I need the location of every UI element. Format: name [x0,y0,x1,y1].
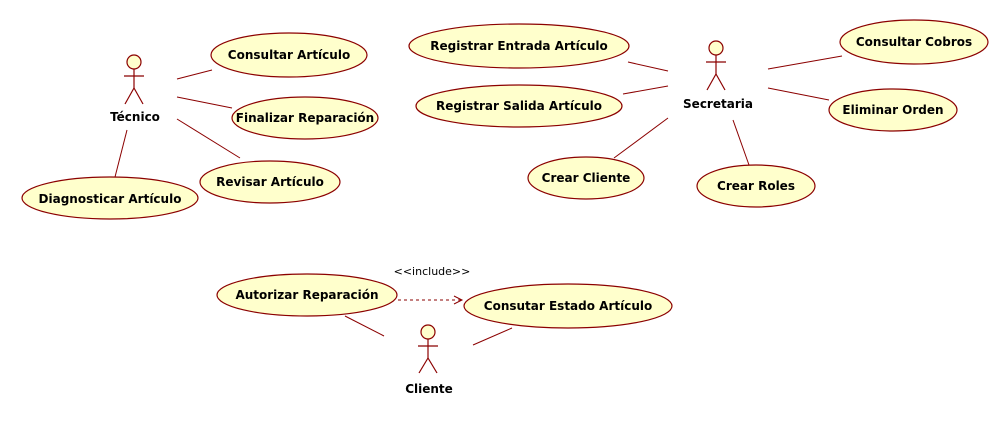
use-case-crear-roles[interactable]: Crear Roles [696,164,816,208]
actor-head [126,54,142,70]
actor-left-leg [706,73,717,91]
use-case-label: Crear Roles [717,179,795,193]
use-case-shape [839,19,989,65]
actor-head [420,324,436,340]
actor-label: Técnico [110,110,160,124]
assoc-secretaria-registrar-salida [622,85,669,95]
assoc-tecnico-revisar-articulo [176,118,241,159]
actor-left-leg [124,87,135,105]
use-case-consultar-articulo[interactable]: Consultar Artículo [210,32,368,78]
include-arrow-head [453,295,464,305]
use-case-revisar-articulo[interactable]: Revisar Artículo [199,160,341,204]
use-case-label: Consutar Estado Artículo [484,299,652,313]
actor-tecnico[interactable]: Técnico [110,54,160,124]
actor-head [708,40,724,56]
assoc-secretaria-consultar-cobros [767,55,843,70]
use-case-registrar-salida-articulo[interactable]: Registrar Salida Artículo [415,84,623,128]
include-stereotype-label: <<include>> [394,265,471,278]
use-case-label: Registrar Entrada Artículo [430,39,608,53]
actor-label: Cliente [405,382,453,396]
actor-cliente[interactable]: Cliente [405,324,453,396]
assoc-cliente-consutar-estado [472,327,513,346]
use-case-shape [199,160,341,204]
use-case-shape [21,176,199,220]
include-dependency: <<include>> [394,265,471,305]
use-case-shape [415,84,623,128]
assoc-tecnico-consultar-articulo [176,69,213,80]
actor-secretaria[interactable]: Secretaria [683,40,753,111]
use-case-shape [696,164,816,208]
use-case-label: Diagnosticar Artículo [39,192,182,206]
assoc-secretaria-eliminar-orden [767,87,830,101]
use-case-consutar-estado-articulo[interactable]: Consutar Estado Artículo [463,283,673,329]
use-case-label: Registrar Salida Artículo [436,99,602,113]
use-case-shape [828,88,958,132]
use-case-label: Finalizar Reparación [236,111,374,125]
use-case-consultar-cobros[interactable]: Consultar Cobros [839,19,989,65]
use-case-shape [463,283,673,329]
associations [114,55,843,346]
actor-label: Secretaria [683,97,753,111]
use-case-eliminar-orden[interactable]: Eliminar Orden [828,88,958,132]
actor-right-leg [427,357,438,374]
assoc-cliente-autorizar-reparacion [344,315,385,337]
assoc-secretaria-registrar-entrada [627,61,669,72]
use-case-shape [408,23,630,69]
assoc-secretaria-crear-cliente [613,117,669,159]
assoc-tecnico-diagnosticar-articulo [114,129,128,178]
use-case-label: Consultar Artículo [228,48,350,62]
use-case-crear-cliente[interactable]: Crear Cliente [527,156,645,200]
use-case-shape [527,156,645,200]
use-case-label: Autorizar Reparación [235,288,378,302]
use-case-label: Crear Cliente [542,171,631,185]
use-case-label: Revisar Artículo [216,175,324,189]
use-case-finalizar-reparacion[interactable]: Finalizar Reparación [231,96,379,140]
use-case-autorizar-reparacion[interactable]: Autorizar Reparación [216,273,398,317]
actor-right-leg [133,87,144,105]
use-case-shape [216,273,398,317]
use-case-shape [231,96,379,140]
actor-left-leg [418,357,429,374]
use-case-label: Consultar Cobros [856,35,972,49]
use-case-label: Eliminar Orden [842,103,943,117]
assoc-tecnico-finalizar-reparacion [176,96,233,109]
assoc-secretaria-crear-roles [732,119,750,166]
use-case-registrar-entrada-articulo[interactable]: Registrar Entrada Artículo [408,23,630,69]
use-case-diagnosticar-articulo[interactable]: Diagnosticar Artículo [21,176,199,220]
actor-right-leg [715,73,726,91]
use-case-shape [210,32,368,78]
